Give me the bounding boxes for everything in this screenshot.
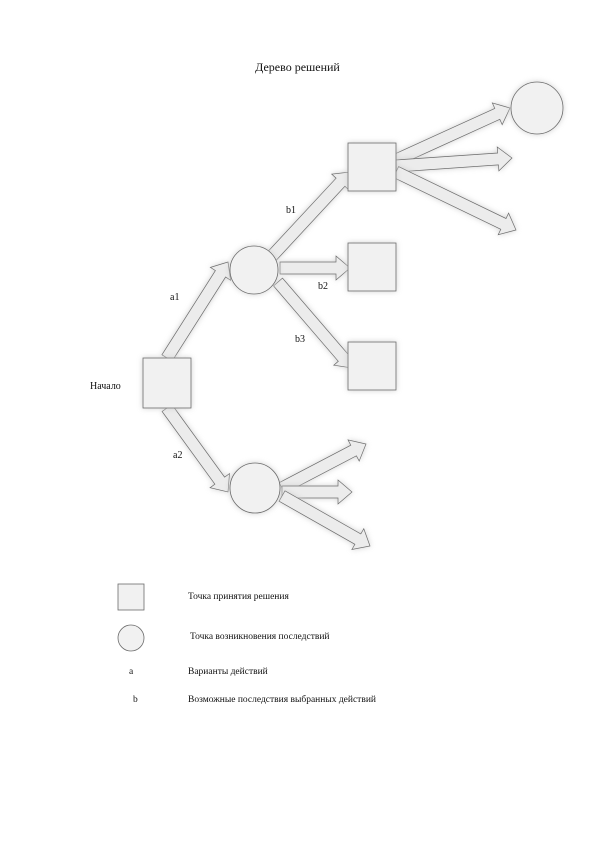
arrow-b1-out-3	[392, 166, 517, 236]
label-a2: a2	[173, 450, 183, 461]
label-start: Начало	[90, 381, 121, 392]
arrows-group	[161, 102, 517, 550]
diagram-title: Дерево решений	[255, 60, 340, 74]
arrow-b1-out-1	[393, 102, 511, 166]
legend-consequence-text: Точка возникновения последствий	[190, 632, 330, 642]
arrow-a2-out-2	[281, 479, 353, 505]
decision-node-b2	[347, 242, 397, 292]
label-a1: a1	[170, 292, 180, 303]
legend-decision-icon	[117, 583, 145, 611]
legend-b-text: Возможные последствия выбранных действий	[188, 695, 376, 705]
arrow-b1	[267, 171, 351, 261]
label-b2: b2	[318, 281, 328, 292]
decision-node-start	[142, 357, 192, 409]
arrow-a1	[161, 261, 232, 362]
arrow-b2	[279, 255, 351, 281]
consequence-node-a1	[229, 245, 279, 295]
consequence-node-top-right	[510, 81, 564, 135]
decision-node-b3	[347, 341, 397, 391]
consequence-node-a2	[229, 462, 281, 514]
arrow-a2-out-3	[278, 490, 371, 550]
legend-a-text: Варианты действий	[188, 667, 268, 677]
arrow-a2	[161, 404, 230, 493]
label-b3: b3	[295, 334, 305, 345]
arrow-b1-out-2	[395, 146, 513, 173]
arrow-b3	[273, 277, 353, 369]
arrow-a2-out-1	[278, 439, 367, 494]
label-b1: b1	[286, 205, 296, 216]
decision-node-b1	[347, 142, 397, 192]
legend-decision-text: Точка принятия решения	[188, 592, 289, 602]
legend-b-symbol: b	[133, 695, 138, 705]
legend-a-symbol: a	[129, 667, 134, 677]
legend-consequence-icon	[117, 624, 145, 652]
